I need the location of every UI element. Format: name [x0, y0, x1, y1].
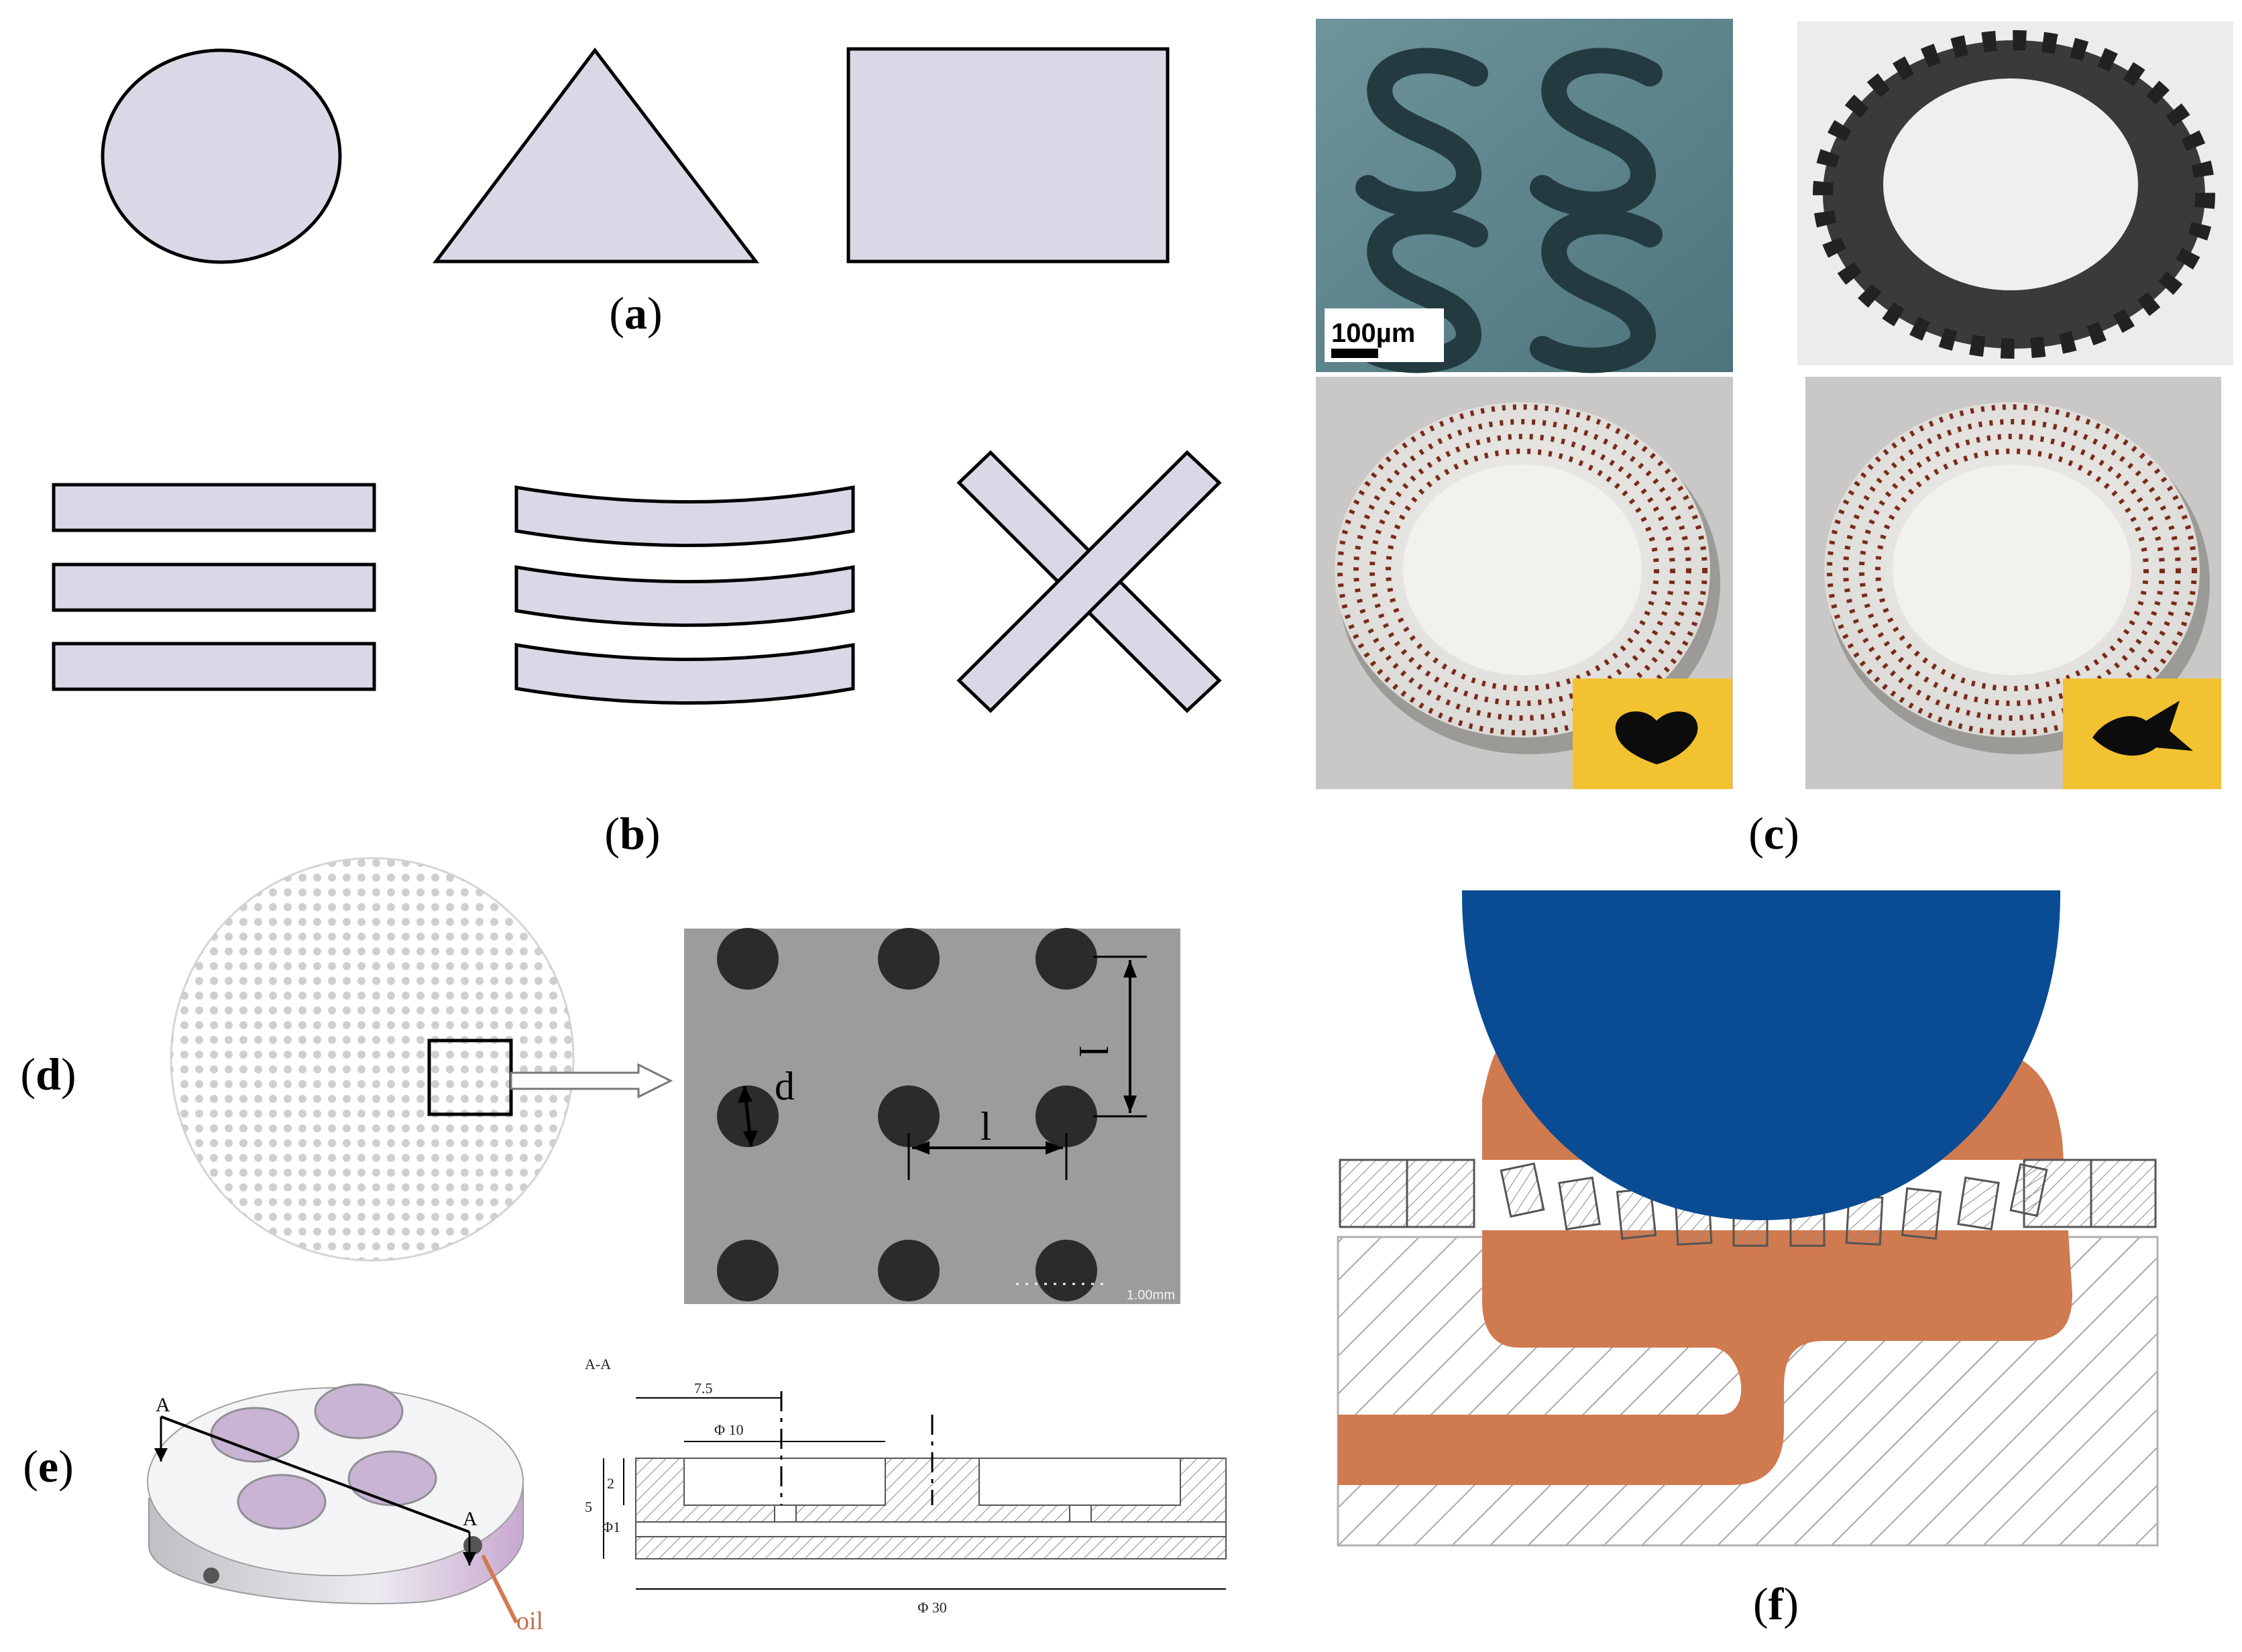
- oil-label: oil: [516, 1607, 543, 1635]
- micro-scale-label: 1.00mm: [1127, 1288, 1175, 1303]
- panel-label-e: (e): [23, 1441, 74, 1492]
- s-dimple-micrograph: 100µm: [1316, 19, 1733, 373]
- panel-f: (f): [1337, 890, 2159, 1629]
- panel-c: 100µm: [1316, 19, 2233, 859]
- panel-label-c: (c): [1748, 808, 1799, 859]
- straight-groove-3: [52, 642, 376, 691]
- straight-groove-1: [52, 483, 376, 532]
- dim-7-5: 7.5: [694, 1380, 713, 1397]
- dim-2: 2: [607, 1475, 614, 1492]
- panel-label-f: (f): [1753, 1578, 1799, 1629]
- section-marker-a1: A: [156, 1394, 170, 1416]
- rectangle-shape: [846, 47, 1170, 263]
- zoom-arrow: [510, 1063, 673, 1099]
- wavy-groove-3: [514, 643, 855, 705]
- dim-5: 5: [585, 1498, 592, 1515]
- panel-label-a: (a): [609, 288, 662, 339]
- panel-label-d: (d): [20, 1049, 76, 1100]
- dim-phi30: Φ 30: [917, 1599, 947, 1616]
- panel-a: (a): [101, 47, 1170, 339]
- dimpled-disk-photo-1: [1316, 377, 1733, 789]
- section-marker-a2: A: [463, 1508, 478, 1530]
- dimension-d-label: d: [775, 1064, 795, 1108]
- dim-phi1: Φ1: [602, 1519, 620, 1535]
- circle-shape: [101, 48, 342, 264]
- straight-groove-2: [52, 563, 376, 612]
- herringbone-ring-photo: [1797, 21, 2233, 365]
- panel-e: (e) A A oil A-A: [23, 1356, 1227, 1635]
- ball: [1461, 890, 2061, 1220]
- scale-bar-label: 100µm: [1331, 318, 1415, 348]
- dimension-l-horizontal-label: l: [980, 1104, 992, 1148]
- panel-label-b: (b): [604, 808, 660, 859]
- section-title: A-A: [585, 1356, 611, 1372]
- cross-bar-2: [956, 450, 1222, 713]
- dimension-l-vertical-label: l: [1071, 1046, 1115, 1057]
- wavy-groove-1: [514, 485, 855, 547]
- section-drawing-aa: A-A 7.5 Φ 10 Φ 30 5 2 Φ1: [585, 1356, 1227, 1616]
- dimpled-disk-photo-2: [1805, 377, 2221, 789]
- dim-phi10: Φ 10: [714, 1421, 744, 1438]
- sem-micrograph: d l l 1.00mm: [684, 928, 1180, 1304]
- puck-3d-model: A A oil: [147, 1383, 543, 1635]
- triangle-shape: [432, 47, 760, 263]
- panel-b: (b): [52, 450, 1222, 859]
- panel-d: (d) d: [20, 857, 1180, 1304]
- wavy-groove-2: [514, 565, 855, 627]
